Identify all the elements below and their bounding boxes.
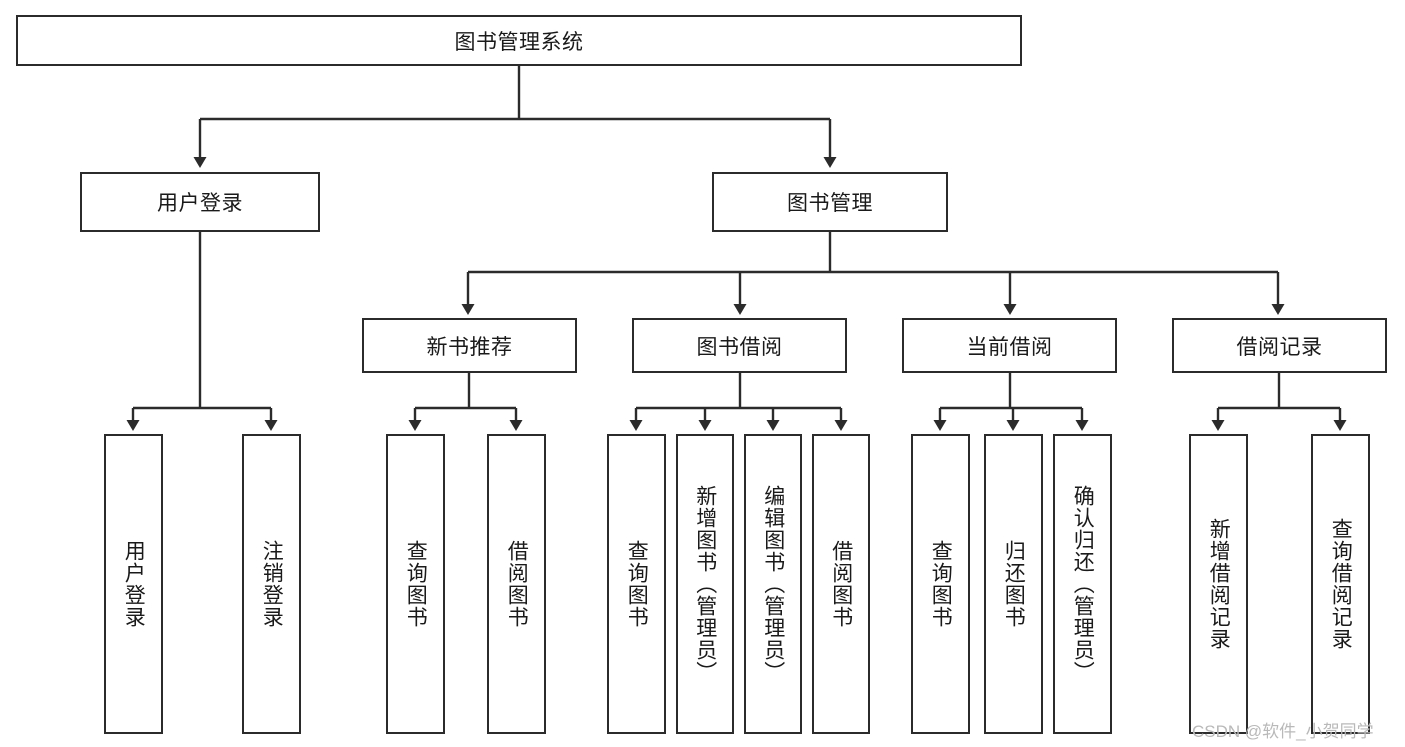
node-book-borrow[interactable]: 图书借阅 (632, 318, 847, 373)
node-leaf-query-book-recommend[interactable]: 查询图书 (386, 434, 445, 734)
node-current-borrow[interactable]: 当前借阅 (902, 318, 1117, 373)
node-leaf-query-book-borrow[interactable]: 查询图书 (607, 434, 666, 734)
node-borrow-record[interactable]: 借阅记录 (1172, 318, 1387, 373)
node-leaf-return-book[interactable]: 归还图书 (984, 434, 1043, 734)
node-leaf-user-logout[interactable]: 注销登录 (242, 434, 301, 734)
node-leaf-add-book-admin[interactable]: 新增图书（管理员） (676, 434, 734, 734)
node-leaf-user-login[interactable]: 用户登录 (104, 434, 163, 734)
node-leaf-borrow-book-recommend[interactable]: 借阅图书 (487, 434, 546, 734)
node-leaf-edit-book-admin[interactable]: 编辑图书（管理员） (744, 434, 802, 734)
node-user-login[interactable]: 用户登录 (80, 172, 320, 232)
node-leaf-query-borrow-record[interactable]: 查询借阅记录 (1311, 434, 1370, 734)
node-leaf-query-book-current[interactable]: 查询图书 (911, 434, 970, 734)
csdn-watermark: CSDN @软件_小贺同学 (1192, 722, 1374, 741)
node-leaf-confirm-return-admin[interactable]: 确认归还（管理员） (1053, 434, 1112, 734)
node-book-manage[interactable]: 图书管理 (712, 172, 948, 232)
node-root-system[interactable]: 图书管理系统 (16, 15, 1022, 66)
node-new-book-recommend[interactable]: 新书推荐 (362, 318, 577, 373)
node-leaf-add-borrow-record[interactable]: 新增借阅记录 (1189, 434, 1248, 734)
node-leaf-borrow-book[interactable]: 借阅图书 (812, 434, 870, 734)
